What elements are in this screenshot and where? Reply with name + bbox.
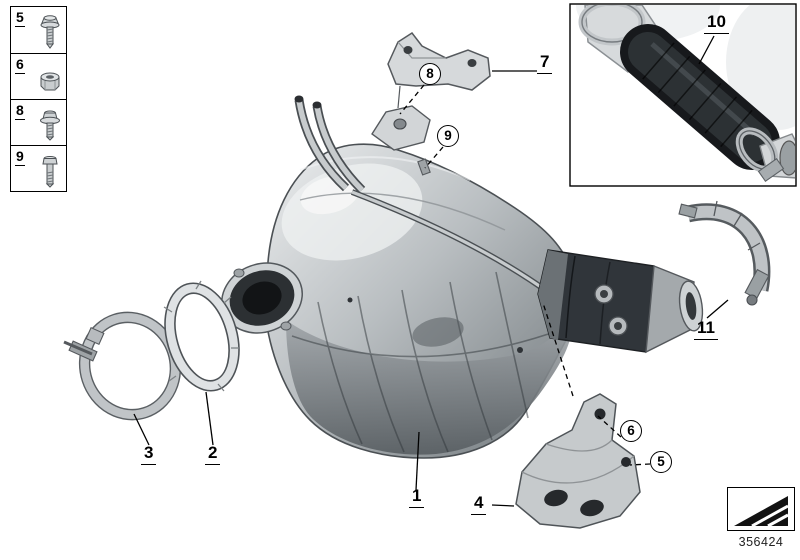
sensor-pipes [294,95,550,295]
hex-bolt-icon [42,156,58,188]
legend-item-6[interactable]: 6 [11,53,66,99]
direction-arrow-icon [734,496,789,528]
rear-catalyst [537,249,704,354]
legend-item-9[interactable]: 9 [11,145,66,191]
screw-with-washer-icon [40,15,60,49]
callout-10-insulated-converter[interactable]: 10 [704,13,729,34]
legend-label-9: 9 [15,148,25,166]
legend-label-8: 8 [15,102,25,120]
callout-7-upper-bracket[interactable]: 7 [537,53,553,74]
callout-11-rear-clamp[interactable]: 11 [694,319,718,340]
rear-clamp [678,200,771,306]
callout-5-screw-ref[interactable]: 5 [650,451,672,473]
detail-inset [569,3,797,187]
hex-nut-icon [40,72,60,91]
fastener-legend: 5 6 8 [10,6,67,192]
callout-8-screw-ref[interactable]: 8 [419,63,441,85]
part-number: 356424 [738,535,784,549]
inlet-flange [221,262,303,334]
bracket-boss [371,85,431,176]
gasket-ring [163,280,240,392]
callout-9-bolt-ref[interactable]: 9 [437,125,459,147]
lower-bracket [515,393,641,529]
upper-bracket [387,31,491,91]
leader-lines [133,70,729,507]
flange-screw-icon [40,110,60,141]
legend-label-5: 5 [15,9,25,27]
callout-3-front-clamp[interactable]: 3 [141,444,157,465]
callout-4-lower-bracket[interactable]: 4 [471,494,487,515]
page-symbol-box [727,487,795,531]
converter-body [221,85,578,459]
callout-1-converter[interactable]: 1 [409,487,425,508]
legend-item-5[interactable]: 5 [11,7,66,53]
callout-2-gasket[interactable]: 2 [205,444,221,465]
legend-label-6: 6 [15,56,25,74]
callout-6-nut-ref[interactable]: 6 [620,420,642,442]
legend-item-8[interactable]: 8 [11,99,66,145]
insulation-wrap [620,24,780,170]
